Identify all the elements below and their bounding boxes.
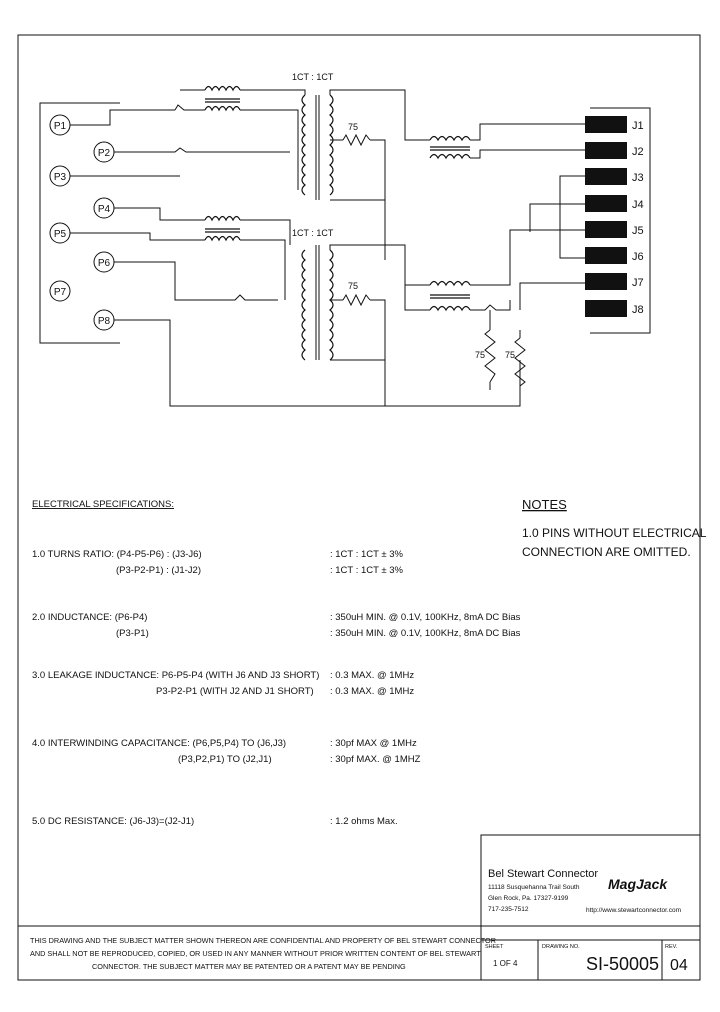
pin-p1: P1	[54, 121, 67, 132]
pin-j5: J5	[632, 225, 644, 237]
spec-label: 3.0 LEAKAGE INDUCTANCE: P6-P5-P4 (WITH J…	[32, 670, 319, 681]
spec-label: 1.0 TURNS RATIO: (P4-P5-P6) : (J3-J6)	[32, 549, 202, 560]
transformer-ratio-bottom: 1CT : 1CT	[292, 228, 334, 238]
pin-p7: P7	[54, 287, 67, 298]
pin-j3: J3	[632, 172, 644, 184]
spec-value: : 30pf MAX @ 1MHz	[330, 738, 417, 749]
note-line: 1.0 PINS WITHOUT ELECTRICAL	[522, 526, 707, 540]
company-name: Bel Stewart Connector	[488, 868, 598, 880]
spec-label: (P3-P1)	[116, 628, 149, 639]
electrical-specifications: ELECTRICAL SPECIFICATIONS: 1.0 TURNS RAT…	[32, 499, 521, 827]
drawing-no-label: DRAWING NO.	[542, 944, 580, 950]
spec-value: : 1CT : 1CT ± 3%	[330, 549, 404, 560]
pin-p2: P2	[98, 148, 111, 159]
spec-label: 2.0 INDUCTANCE: (P6-P4)	[32, 612, 147, 623]
pin-p5: P5	[54, 229, 67, 240]
p-pin-circles	[49, 114, 115, 331]
title-block	[18, 834, 701, 981]
resistor-value: 75	[475, 350, 485, 360]
resistor-value: 75	[348, 122, 358, 132]
spec-value: : 0.3 MAX. @ 1MHz	[330, 686, 414, 697]
pin-j2: J2	[632, 146, 644, 158]
spec-value: : 1CT : 1CT ± 3%	[330, 565, 404, 576]
spec-value: : 350uH MIN. @ 0.1V, 100KHz, 8mA DC Bias	[330, 628, 521, 639]
schematic	[39, 89, 651, 407]
notes-heading: NOTES	[522, 497, 567, 512]
sheet-value: 1 OF 4	[493, 959, 518, 968]
spec-label: P3-P2-P1 (WITH J2 AND J1 SHORT)	[156, 686, 314, 697]
disclaimer-line: AND SHALL NOT BE REPRODUCED, COPIED, OR …	[30, 949, 481, 958]
rev-label: REV.	[665, 944, 678, 950]
spec-label: 5.0 DC RESISTANCE: (J6-J3)=(J2-J1)	[32, 816, 194, 827]
transformer-ratio-top: 1CT : 1CT	[292, 72, 334, 82]
company-phone: 717-235-7512	[488, 906, 529, 913]
spec-label: 4.0 INTERWINDING CAPACITANCE: (P6,P5,P4)…	[32, 738, 286, 749]
j-pin-blocks	[585, 116, 627, 317]
pin-p8: P8	[98, 316, 111, 327]
note-line: CONNECTION ARE OMITTED.	[522, 545, 691, 559]
resistor-value: 75	[505, 350, 515, 360]
resistors	[342, 133, 526, 387]
spec-label: (P3,P2,P1) TO (J2,J1)	[178, 754, 272, 765]
inductor-coils	[204, 85, 471, 361]
pin-j7: J7	[632, 277, 644, 289]
company-website: http://www.stewartconnector.com	[586, 907, 681, 914]
revision: 04	[670, 957, 688, 974]
disclaimer-line: THIS DRAWING AND THE SUBJECT MATTER SHOW…	[30, 936, 496, 945]
pin-p6: P6	[98, 258, 111, 269]
drawing-number: SI-50005	[586, 954, 659, 974]
spec-label: (P3-P2-P1) : (J1-J2)	[116, 565, 201, 576]
pin-j1: J1	[632, 120, 644, 132]
spec-value: : 30pf MAX. @ 1MHZ	[330, 754, 421, 765]
pin-j6: J6	[632, 251, 644, 263]
spec-value: : 0.3 MAX. @ 1MHz	[330, 670, 414, 681]
spec-value: : 350uH MIN. @ 0.1V, 100KHz, 8mA DC Bias	[330, 612, 521, 623]
company-address-1: 11118 Susquehanna Trail South	[488, 884, 580, 891]
pin-j8: J8	[632, 304, 644, 316]
company-address-2: Glen Rock, Pa. 17327-9199	[488, 895, 569, 902]
pin-p3: P3	[54, 172, 67, 183]
brand-logo: MagJack	[608, 876, 668, 892]
sheet-label: SHEET	[485, 944, 504, 950]
specs-heading: ELECTRICAL SPECIFICATIONS:	[32, 499, 174, 510]
disclaimer-line: CONNECTOR. THE SUBJECT MATTER MAY BE PAT…	[92, 962, 406, 971]
outer-border	[17, 34, 701, 981]
notes: NOTES 1.0 PINS WITHOUT ELECTRICAL CONNEC…	[522, 497, 707, 559]
pin-p4: P4	[98, 204, 111, 215]
spec-value: : 1.2 ohms Max.	[330, 816, 398, 827]
pin-j4: J4	[632, 199, 644, 211]
resistor-value: 75	[348, 281, 358, 291]
